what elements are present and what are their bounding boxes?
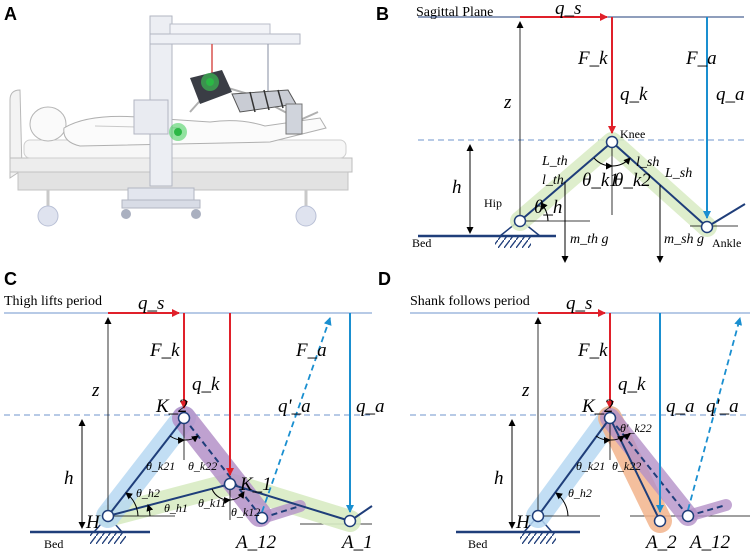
thigh-lifted (107, 417, 185, 517)
theta-k1-label: θ_k1 (582, 170, 619, 191)
fa-label: F_a (685, 48, 717, 69)
theta-h-label: θ_h (534, 197, 562, 218)
ankle-joint-a12 (681, 509, 695, 523)
theta-k21-label: θ_k21 (146, 459, 175, 473)
ankle-label: Ankle (712, 236, 741, 250)
panel-d: D Shank follows period Bed (378, 269, 750, 553)
k1-label: K_1 (239, 474, 272, 495)
mshg-label: m_sh g (664, 232, 704, 247)
hip-support (497, 219, 543, 237)
qa-prime-label: q'_a (278, 396, 311, 417)
z-label: z (521, 380, 530, 401)
lsh-label: l_sh (636, 155, 659, 170)
panel-c: C Thigh lifts period Bed (4, 269, 385, 553)
theta-h2-label: θ_h2 (568, 486, 592, 500)
shank-prev-dashed (609, 417, 689, 517)
z-label: z (503, 92, 512, 113)
qa-prime-label: q'_a (706, 396, 739, 417)
ankle-joint-a12 (255, 511, 269, 525)
shank-new (609, 417, 661, 522)
h-point-label: H (85, 512, 101, 533)
qs-label: q_s (566, 293, 592, 314)
panel-b-letter: B (376, 4, 389, 24)
theta-k11-label: θ_k11 (198, 496, 226, 510)
ground-hatch (495, 236, 531, 248)
patient-robot-illustration (9, 15, 353, 227)
fk-label: F_k (577, 48, 608, 69)
knee-joint-k2 (603, 411, 617, 425)
blue-cable-dashed (261, 317, 332, 513)
theta-k22-prime-label: θ'_k22 (620, 421, 652, 435)
hip-joint (513, 214, 527, 228)
h-point-label: H (515, 512, 531, 533)
qa-label: q_a (356, 396, 385, 417)
z-label: z (91, 380, 100, 401)
arc-theta-h (540, 202, 549, 222)
knee-joint-k2 (177, 411, 191, 425)
knee-joint-k1 (223, 477, 237, 491)
limb-segments (519, 140, 746, 229)
bed-label: Bed (44, 537, 63, 551)
lsh-cap-label: L_sh (664, 166, 692, 181)
theta-k21-label: θ_k21 (576, 459, 605, 473)
a12-label: A_12 (688, 532, 731, 553)
fk-label: F_k (577, 340, 608, 361)
theta-h2-label: θ_h2 (136, 486, 160, 500)
panel-c-letter: C (4, 269, 17, 289)
bed-label: Bed (468, 537, 487, 551)
k2-label: K_2 (581, 396, 614, 417)
limb-initial (107, 482, 373, 523)
ankle-joint-a1 (343, 514, 357, 528)
theta-h1-label: θ_h1 (164, 501, 188, 515)
ground-hatch (90, 532, 126, 544)
theta-k2-label: θ_k2 (614, 170, 651, 191)
theta-k12-label: θ_k12 (231, 505, 260, 519)
ankle-joint-a2 (653, 514, 667, 528)
k2-label: K_2 (155, 396, 188, 417)
qk-label: q_k (618, 374, 646, 395)
panel-d-letter: D (378, 269, 391, 289)
ground-hatch (520, 532, 556, 544)
qa-label: q_a (666, 396, 695, 417)
ankle-joint (700, 220, 714, 234)
qs-label: q_s (555, 0, 581, 19)
theta-k22-label: θ_k22 (188, 459, 217, 473)
hip-joint (531, 509, 545, 523)
panel-c-title: Thigh lifts period (4, 294, 102, 309)
qk-label: q_k (192, 374, 220, 395)
mthg-label: m_th g (570, 232, 609, 247)
qs-label: q_s (138, 293, 164, 314)
panel-a: A (4, 4, 353, 227)
a12-label: A_12 (234, 532, 277, 553)
lth-label: l_th (542, 173, 564, 188)
panel-d-title: Shank follows period (410, 294, 530, 309)
knee-label: Knee (620, 127, 645, 141)
a2-label: A_2 (644, 532, 677, 553)
shank-lifted-dashed (183, 417, 263, 519)
panel-a-letter: A (4, 4, 17, 24)
fa-label: F_a (295, 340, 327, 361)
panel-b-title: Sagittal Plane (416, 5, 493, 20)
hip-joint (101, 509, 115, 523)
arc-theta-k2 (611, 157, 631, 167)
h-label: h (494, 468, 504, 489)
arc-theta-k1 (593, 157, 613, 170)
thigh (537, 417, 611, 517)
qa-label: q_a (716, 84, 745, 105)
h-label: h (452, 177, 462, 198)
bed-label: Bed (412, 236, 431, 250)
fk-label: F_k (149, 340, 180, 361)
h-label: h (64, 468, 74, 489)
panel-b: B Sagittal Plane Bed (376, 0, 746, 263)
knee-joint (605, 135, 619, 149)
theta-k22-label: θ_k22 (612, 459, 641, 473)
qk-label: q_k (620, 84, 648, 105)
hip-label: Hip (484, 196, 502, 210)
lth-cap-label: L_th (541, 154, 568, 169)
blue-cable-dashed (687, 317, 743, 511)
a1-label: A_1 (340, 532, 373, 553)
